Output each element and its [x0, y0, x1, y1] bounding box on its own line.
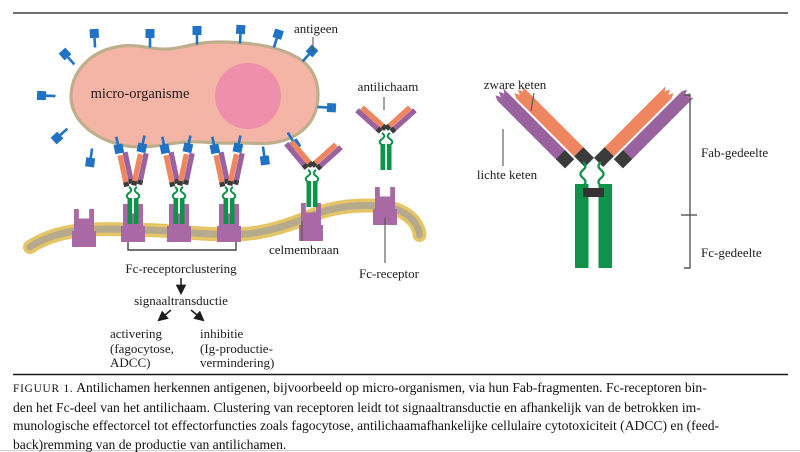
caption-line-1-text: Antilichamen herkennen antigenen, bijvoo…	[73, 380, 707, 395]
caption-line-1: FIGUUR 1. Antilichamen herkennen antigen…	[13, 379, 793, 399]
fc-receptorclustering-label: Fc-receptorclustering	[125, 261, 237, 276]
heavy-chain-right	[602, 89, 672, 159]
lichte-keten-label: lichte keten	[476, 167, 538, 182]
fc-receptor-label: Fc-receptor	[359, 266, 419, 281]
antibody-cluster-2	[158, 135, 198, 224]
inhibitie-line1: inhibitie	[200, 326, 244, 341]
activering-line3: ADCC)	[110, 355, 151, 371]
signaaltransductie-label: signaaltransductie	[134, 293, 228, 308]
micro-organisme-label: micro-organisme	[90, 86, 190, 102]
zware-keten-label: zware keten	[483, 77, 547, 92]
pointer-lines	[301, 37, 535, 263]
disulfide-squiggle-right	[597, 161, 605, 187]
antigeen-label: antigeen	[293, 21, 339, 36]
arrow-activering	[157, 309, 172, 322]
fab-fc-bracket	[684, 94, 691, 269]
activering-line2: (fagocytose,	[110, 340, 174, 356]
heavy-chain-left	[516, 89, 586, 159]
celmembraan-label: celmembraan	[268, 242, 340, 257]
fc-crossbar	[583, 188, 604, 197]
fc-receptor-empty-left	[72, 209, 96, 247]
flow-arrows	[157, 278, 205, 322]
disulfide-squiggle-left	[579, 161, 587, 187]
nucleus	[215, 63, 281, 129]
inhibitie-line2: (Ig-productie-	[200, 340, 273, 356]
zware-keten-pointer	[530, 92, 535, 112]
fc-stem-right	[598, 184, 612, 268]
antibody-schematic	[495, 86, 697, 269]
antibody-bound	[284, 138, 343, 208]
caption-figure-number: FIGUUR 1.	[13, 383, 74, 395]
inhibitie-label: inhibitie (Ig-productie- vermindering)	[200, 326, 275, 371]
activering-label: activering (fagocytose, ADCC)	[110, 326, 174, 371]
arrow-inhibitie	[190, 309, 205, 322]
clustering-bracket	[127, 242, 237, 251]
fc-stem-left	[575, 184, 589, 268]
antibody-free	[355, 104, 417, 171]
caption-line-4: back)remming van de productie van antili…	[13, 436, 287, 452]
fab-arm-left	[495, 86, 595, 169]
fab-gedeelte-label: Fab-gedeelte	[701, 145, 769, 160]
fc-receptor-1	[121, 204, 145, 242]
caption-line-2: den het Fc-deel van het antilichaam. Clu…	[13, 399, 701, 415]
fab-arm-right	[593, 86, 694, 169]
inhibitie-line3: vermindering)	[200, 355, 275, 371]
antilichaam-label: antilichaam	[357, 79, 419, 94]
light-chain-right	[621, 91, 691, 161]
cell-membrane	[23, 198, 427, 254]
light-chain-left	[497, 91, 567, 161]
fc-receptor-2	[167, 204, 191, 242]
antibody-cluster-3	[208, 135, 248, 224]
fc-gedeelte-label: Fc-gedeelte	[701, 245, 762, 260]
fc-receptor-3	[217, 204, 241, 242]
caption-line-3: munologische effectorcel tot effectorfun…	[13, 418, 720, 434]
figure-caption: FIGUUR 1. Antilichamen herkennen antigen…	[13, 379, 793, 452]
activering-line1: activering	[110, 326, 162, 341]
